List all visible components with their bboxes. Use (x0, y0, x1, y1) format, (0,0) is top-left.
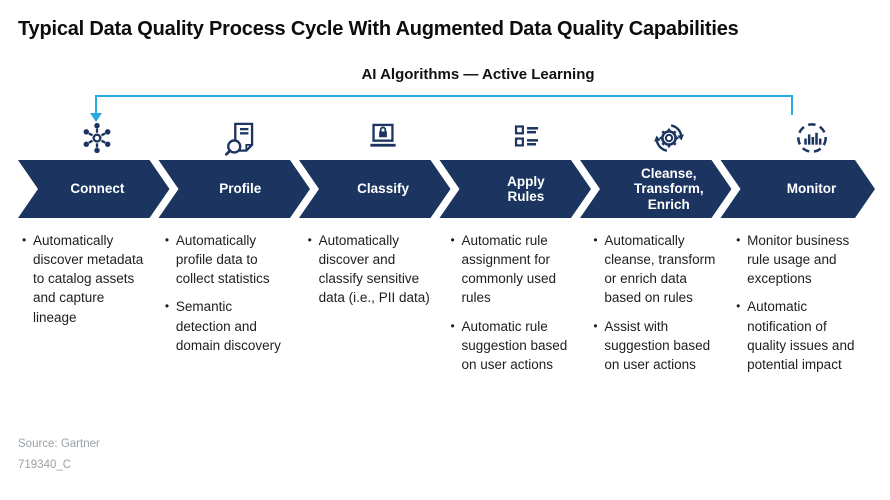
gear-sync-icon (648, 116, 690, 158)
bullet-dot: • (22, 233, 27, 247)
document-magnifier-icon (219, 116, 261, 158)
network-hub-icon (76, 116, 118, 158)
chevron-shape-connect (18, 160, 170, 218)
stage-icon-cell-classify (304, 114, 447, 158)
stage-column-connect: • Automatically discover metadata to cat… (18, 231, 161, 383)
chevron-shapes (18, 160, 875, 218)
bullet-dot: • (736, 299, 741, 314)
bullet-item: • Automatically cleanse, transform or en… (593, 231, 718, 308)
bullet-item: • Automatic notification of quality issu… (736, 297, 861, 374)
stage-icon-cell-cleanse (589, 114, 732, 158)
stage-column-apply-rules: • Automatic rule assignment for commonly… (446, 231, 589, 383)
laptop-lock-icon (362, 116, 404, 158)
chevron-shape-monitor (720, 160, 875, 218)
page-title: Typical Data Quality Process Cycle With … (18, 18, 739, 40)
bullet-text: Automatic notification of quality issues… (747, 299, 855, 372)
bullet-dot: • (450, 318, 455, 333)
stage-column-profile: • Automatically profile data to collect … (161, 231, 304, 383)
stage-icon-cell-apply-rules (446, 114, 589, 158)
bullet-item: • Assist with suggestion based on user a… (593, 317, 718, 374)
stage-label-connect: Connect (70, 181, 125, 197)
bullet-dot: • (593, 318, 598, 333)
bullet-item: • Automatically profile data to collect … (165, 231, 290, 288)
bullet-dot: • (450, 233, 455, 247)
chevron-shape-profile (158, 160, 310, 218)
bullet-text: Automatically profile data to collect st… (175, 233, 270, 287)
checklist-icon (505, 116, 547, 158)
stage-column-classify: • Automatically discover and classify se… (304, 231, 447, 383)
bullet-item: • Automatic rule assignment for commonly… (450, 231, 575, 308)
bullet-dot: • (736, 233, 741, 247)
stage-label-monitor: Monitor (786, 181, 837, 197)
process-chevron-band: Connect Profile Classify Apply Rules Cle… (18, 160, 875, 218)
stage-descriptions-row: • Automatically discover metadata to cat… (18, 231, 875, 383)
stage-labels-row: Connect Profile Classify Apply Rules Cle… (18, 160, 875, 218)
chevron-shape-classify (299, 160, 451, 218)
bullet-item: • Monitor business rule usage and except… (736, 231, 861, 288)
bullet-item: • Automatically discover metadata to cat… (22, 231, 147, 327)
stage-label-profile: Profile (219, 181, 262, 197)
stage-icons-row (18, 114, 875, 158)
chevron-shape-apply-rules (439, 160, 591, 218)
stage-label-apply-rules: Apply Rules (507, 173, 545, 204)
bullet-dot: • (593, 233, 598, 247)
figure-id: 719340_C (18, 459, 72, 471)
bullet-item: • Automatically discover and classify se… (308, 231, 433, 308)
loop-arrowhead-down-icon (90, 113, 102, 122)
stage-icon-cell-monitor (732, 114, 875, 158)
bullet-text: Monitor business rule usage and exceptio… (747, 233, 850, 287)
source-credit: Source: Gartner (18, 438, 100, 450)
bullet-text: Assist with suggestion based on user act… (604, 318, 711, 372)
bullet-text: Automatic rule suggestion based on user … (461, 318, 568, 372)
stage-label-cleanse-transform-enrich: Cleanse, Transform, Enrich (633, 166, 704, 212)
bullet-text: Semantic detection and domain discovery (175, 299, 281, 353)
bar-chart-circle-icon (791, 116, 833, 158)
bullet-dot: • (307, 233, 312, 247)
bullet-dot: • (164, 233, 170, 247)
stage-icon-cell-profile (161, 114, 304, 158)
bullet-text: Automatic rule assignment for commonly u… (461, 233, 557, 306)
stage-column-cleanse-transform-enrich: • Automatically cleanse, transform or en… (589, 231, 732, 383)
ai-algorithms-label: AI Algorithms — Active Learning (361, 66, 595, 83)
active-learning-loop-line (90, 95, 793, 122)
bullet-text: Automatically discover and classify sens… (318, 233, 430, 306)
bullet-item: • Automatic rule suggestion based on use… (450, 317, 575, 374)
bullet-text: Automatically discover metadata to catal… (33, 233, 144, 325)
stage-icon-cell-connect (18, 114, 161, 158)
bullet-item: • Semantic detection and domain discover… (165, 297, 290, 354)
chevron-shape-cleanse (580, 160, 732, 218)
bullet-text: Automatically cleanse, transform or enri… (604, 233, 716, 306)
bullet-dot: • (164, 299, 170, 314)
stage-label-classify: Classify (357, 181, 409, 197)
stage-column-monitor: • Monitor business rule usage and except… (732, 231, 875, 383)
